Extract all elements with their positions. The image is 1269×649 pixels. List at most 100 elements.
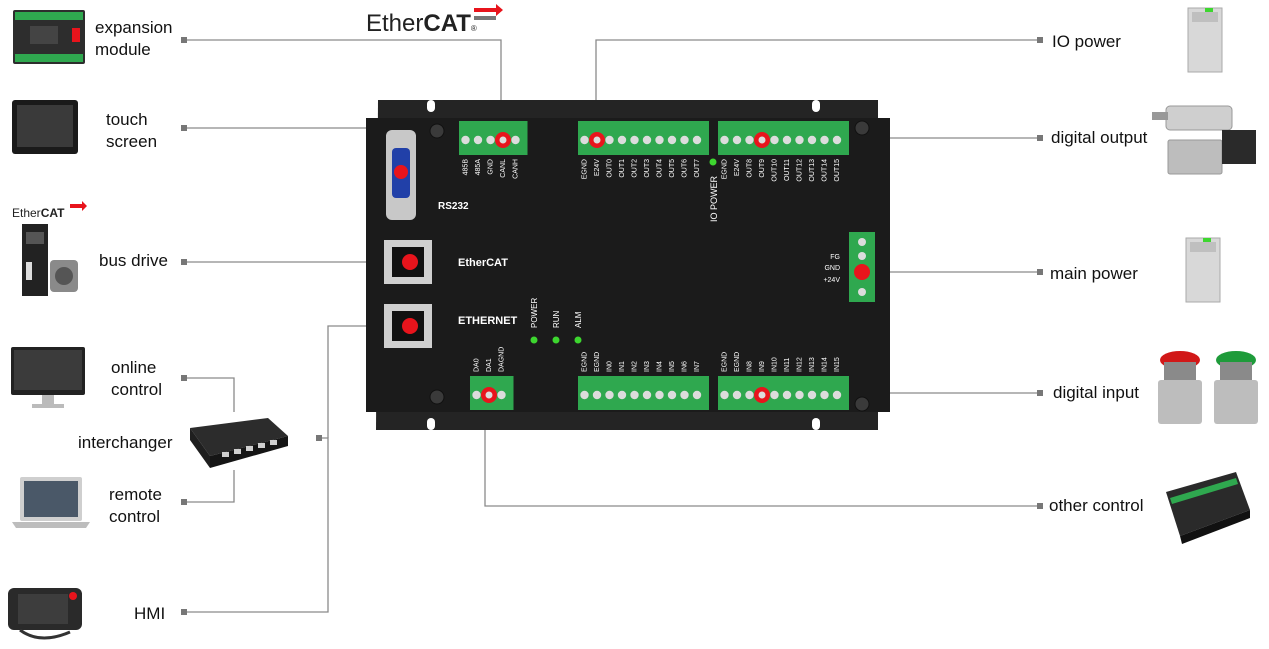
label-line: online	[111, 358, 157, 377]
terminal-label: EGND	[722, 352, 729, 372]
line-end-square	[1037, 503, 1043, 509]
label-line: touch	[106, 110, 148, 129]
ethernet-port	[384, 304, 432, 348]
digital-output-label: digital output	[1051, 128, 1148, 147]
terminal-screw	[680, 135, 689, 145]
terminal-screw	[642, 135, 652, 145]
io-power-label: IO POWER	[709, 175, 719, 222]
terminal-screw	[795, 390, 804, 400]
terminal-screw	[692, 135, 702, 145]
terminal-label: OUT4	[657, 159, 664, 178]
terminal-label: IN13	[809, 357, 816, 372]
screw-icon	[854, 396, 870, 412]
terminal-screw	[485, 391, 493, 399]
line-end-square	[181, 499, 187, 505]
terminal-label: OUT10	[772, 159, 779, 182]
hmi-pendant-icon	[8, 588, 82, 640]
label-line: module	[95, 40, 151, 59]
terminal-label: IN7	[694, 361, 701, 372]
terminal-screw	[858, 238, 866, 246]
terminal-screw	[617, 390, 627, 400]
terminal-label: E24V	[734, 159, 741, 176]
terminal-screw	[580, 390, 589, 400]
terminal-label: IN0	[607, 361, 614, 372]
line-end-square	[1037, 37, 1043, 43]
terminal-screw	[732, 390, 742, 400]
mount-slot	[427, 418, 435, 430]
logo-ether: Ether	[366, 10, 423, 37]
terminal-screw	[832, 390, 842, 400]
marker-dot	[854, 264, 870, 280]
terminal-screw	[667, 390, 677, 400]
terminal-screw	[745, 135, 754, 145]
terminal-label: IN5	[669, 361, 676, 372]
terminal-label: OUT14	[822, 159, 829, 182]
terminal-label: IN3	[644, 361, 651, 372]
line-hmi	[186, 437, 329, 613]
ethercat-port	[384, 240, 432, 284]
svg-text:EtherCAT: EtherCAT	[12, 206, 65, 220]
digital-input-label: digital input	[1053, 383, 1140, 402]
terminal-label: IN15	[834, 357, 841, 372]
network-switch-icon	[190, 418, 288, 468]
io-power-led	[709, 158, 717, 166]
terminal-label: EGND	[582, 352, 589, 372]
ethercat-logo: EtherCAT®	[366, 4, 503, 37]
plc-controller-icon	[1166, 472, 1250, 544]
line-end-square	[181, 609, 187, 615]
terminal-screw	[592, 390, 602, 400]
terminal-label: OUT15	[834, 159, 841, 182]
power-terminal-label: GND	[824, 265, 840, 272]
terminal-screw	[807, 135, 817, 145]
terminal-screw	[770, 390, 779, 400]
terminal-label: OUT12	[797, 159, 804, 182]
terminal-screw	[782, 390, 792, 400]
terminal-screw	[472, 390, 481, 400]
push-button-red-icon	[1158, 351, 1202, 424]
digital-output-valve-icon	[1152, 105, 1256, 175]
status-led	[552, 336, 560, 344]
terminal-label: OUT3	[644, 159, 651, 178]
line-end-square	[316, 435, 322, 441]
terminal-screw	[499, 136, 507, 144]
terminal-screw	[758, 136, 766, 144]
label-line: expansion	[95, 18, 173, 37]
interchanger-label: interchanger	[78, 433, 173, 452]
terminal-label: OUT7	[694, 159, 701, 178]
terminal-label: E24V	[594, 159, 601, 176]
terminal-label: IN11	[784, 358, 791, 372]
terminal-label: OUT0	[607, 159, 614, 178]
label-line: remote	[109, 485, 162, 504]
terminal-screw	[605, 135, 614, 145]
mount-slot	[812, 100, 820, 112]
bus-drive-icon	[22, 224, 78, 296]
io-power-supply-icon	[1187, 7, 1223, 73]
touch-screen-icon	[12, 100, 78, 154]
laptop-icon	[12, 477, 90, 528]
terminal-screw	[807, 390, 817, 400]
terminal-screw	[497, 390, 506, 400]
terminal-screw	[511, 135, 520, 145]
terminal-label: IN10	[772, 357, 779, 372]
line-remote-control	[186, 470, 235, 503]
logo-ether: Ether	[12, 206, 41, 220]
terminal-screw	[461, 135, 470, 145]
terminal-label: DA0	[474, 358, 481, 372]
terminal-screw	[486, 135, 495, 145]
line-end-square	[181, 375, 187, 381]
terminal-label: IN8	[747, 361, 754, 372]
terminal-screw	[770, 135, 779, 145]
svg-text:EtherCAT®: EtherCAT®	[366, 10, 477, 37]
terminal-screw	[667, 135, 677, 145]
terminal-label: OUT11	[784, 159, 791, 181]
label-line: screen	[106, 132, 158, 151]
line-end-square	[181, 125, 187, 131]
ethernet-port-label: ETHERNET	[458, 315, 518, 327]
terminal-screw	[692, 390, 702, 400]
terminal-label: OUT1	[619, 159, 626, 178]
main-power-supply-icon	[1185, 237, 1221, 303]
line-end-square	[1037, 135, 1043, 141]
